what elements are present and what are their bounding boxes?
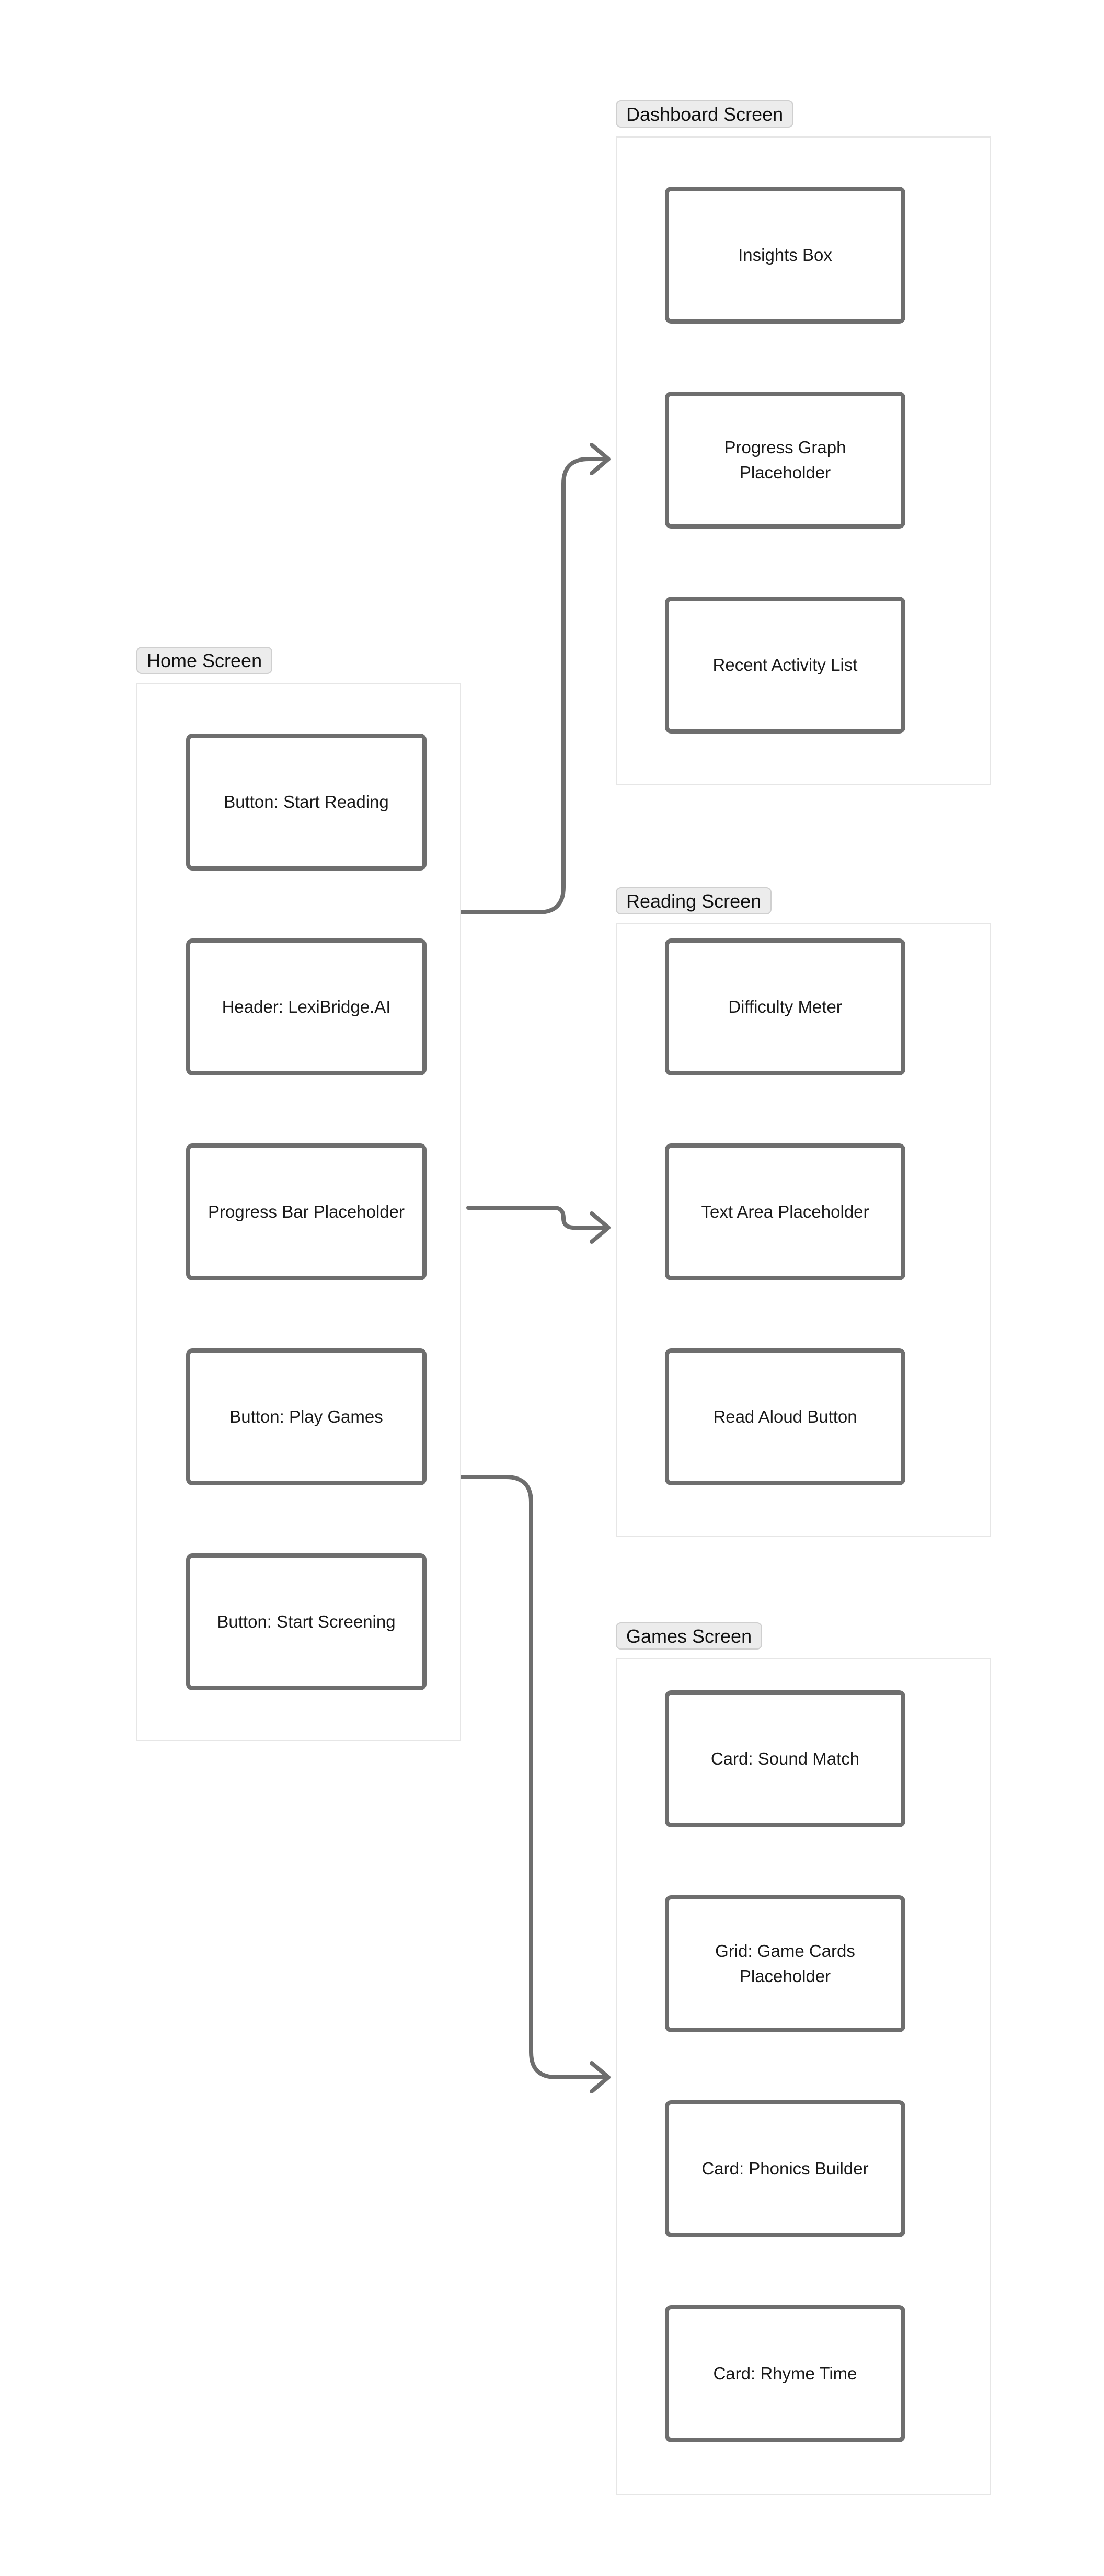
box-label: Card: Rhyme Time (713, 2364, 857, 2383)
dashboard-insights-box[interactable]: Insights Box (665, 187, 905, 324)
games-grid-game-cards-placeholder[interactable]: Grid: Game Cards Placeholder (665, 1895, 905, 2032)
box-label: Card: Sound Match (710, 1749, 860, 1768)
box-label: Text Area Placeholder (701, 1202, 869, 1221)
home-header-lexibridge[interactable]: Header: LexiBridge.AI (186, 938, 427, 1075)
box-label: Card: Phonics Builder (702, 2159, 869, 2178)
box-label: Insights Box (738, 245, 832, 265)
arrowhead-dashboard (590, 443, 611, 475)
reading-read-aloud-button[interactable]: Read Aloud Button (665, 1348, 905, 1485)
reading-text-area-placeholder[interactable]: Text Area Placeholder (665, 1143, 905, 1280)
reading-screen-label: Reading Screen (616, 887, 772, 914)
games-card-phonics-builder[interactable]: Card: Phonics Builder (665, 2100, 905, 2237)
home-button-start-reading[interactable]: Button: Start Reading (186, 734, 427, 871)
games-card-sound-match[interactable]: Card: Sound Match (665, 1690, 905, 1827)
box-label: Progress Bar Placeholder (208, 1202, 405, 1221)
home-button-start-screening[interactable]: Button: Start Screening (186, 1553, 427, 1690)
dashboard-progress-graph-placeholder[interactable]: Progress Graph Placeholder (665, 392, 905, 529)
games-card-rhyme-time[interactable]: Card: Rhyme Time (665, 2305, 905, 2442)
reading-difficulty-meter[interactable]: Difficulty Meter (665, 938, 905, 1075)
box-label: Grid: Game Cards Placeholder (715, 1941, 855, 1986)
arrowhead-reading (590, 1211, 611, 1244)
box-label: Button: Start Reading (224, 792, 389, 811)
dashboard-recent-activity-list[interactable]: Recent Activity List (665, 597, 905, 734)
box-label: Button: Start Screening (217, 1612, 396, 1631)
home-progress-bar-placeholder[interactable]: Progress Bar Placeholder (186, 1143, 427, 1280)
connector-home-to-games (452, 1475, 608, 2079)
games-screen-label: Games Screen (616, 1622, 763, 1650)
box-label: Recent Activity List (712, 655, 858, 674)
arrowhead-games (590, 2061, 611, 2093)
home-screen-label: Home Screen (136, 647, 273, 674)
dashboard-screen-label: Dashboard Screen (616, 100, 794, 128)
box-label: Read Aloud Button (713, 1407, 857, 1426)
box-label: Difficulty Meter (728, 997, 842, 1016)
connector-home-to-reading (466, 1206, 608, 1230)
connector-home-to-dashboard (452, 457, 608, 914)
box-label: Progress Graph Placeholder (724, 438, 846, 482)
home-button-play-games[interactable]: Button: Play Games (186, 1348, 427, 1485)
box-label: Header: LexiBridge.AI (222, 997, 391, 1016)
box-label: Button: Play Games (229, 1407, 383, 1426)
